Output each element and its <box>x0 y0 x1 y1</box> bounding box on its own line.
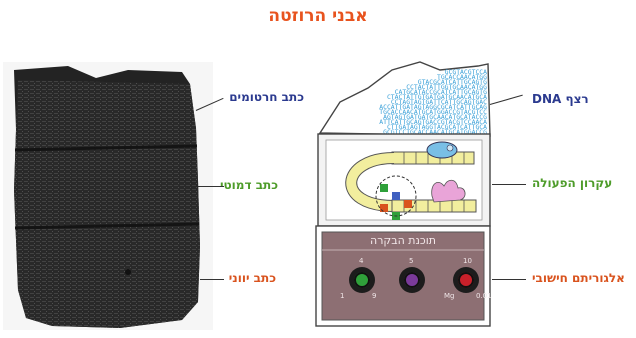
label-algorithm: אלגוריתם חישובי <box>532 271 625 285</box>
knob-scale-right: 9 <box>372 292 376 300</box>
leader-greek <box>200 279 224 280</box>
leader-algorithm <box>492 279 526 280</box>
knob-scale-top: 5 <box>409 257 413 265</box>
knob-scale-left: 1 <box>340 292 344 300</box>
principle-section <box>318 134 490 226</box>
stone-photo <box>3 62 213 330</box>
knob-scale-right: 0.01 <box>476 292 492 300</box>
knob-scale-top: 4 <box>359 257 363 265</box>
leader-demotic <box>198 186 224 187</box>
knob-cap <box>404 272 420 288</box>
knob-scale-top: 10 <box>463 257 472 265</box>
knob-purple[interactable] <box>399 267 425 293</box>
label-hieroglyph: כתב חרטומים <box>229 90 304 104</box>
panel-title: תוכנת הבקרה <box>322 234 484 247</box>
knob-cap <box>458 272 474 288</box>
knob-green[interactable] <box>349 267 375 293</box>
label-principle: עקרון הפעולה <box>532 176 612 190</box>
label-greek: כתב יווני <box>229 271 276 285</box>
knob-cap <box>354 272 370 288</box>
label-dna: רצף DNA <box>532 92 589 106</box>
leader-principle <box>492 184 526 185</box>
knob-scale-left: Mg <box>444 292 454 300</box>
label-demotic: כתב דמוטי <box>220 178 278 192</box>
knob-red[interactable] <box>453 267 479 293</box>
